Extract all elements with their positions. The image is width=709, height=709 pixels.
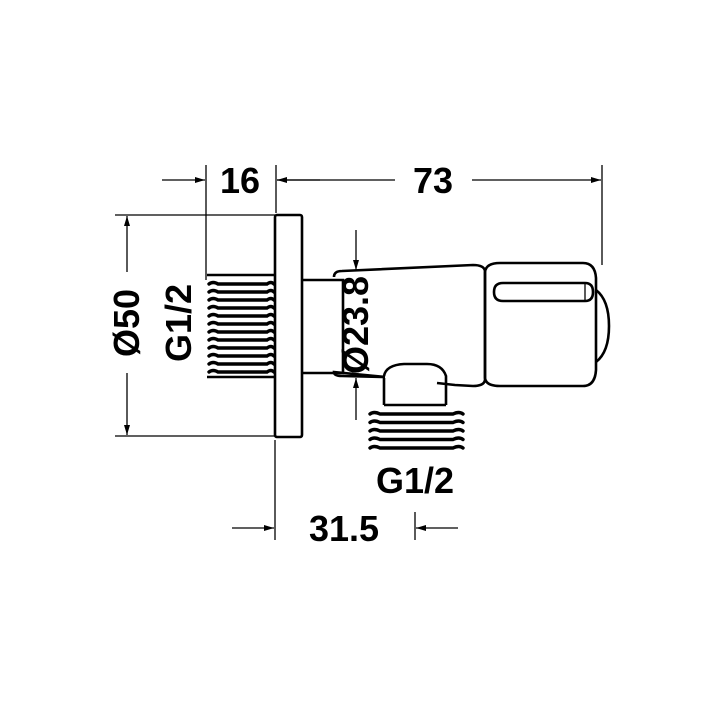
inlet-thread-ridge bbox=[207, 360, 276, 366]
inlet-thread-ridge bbox=[207, 312, 276, 318]
outlet-thread-drawing bbox=[368, 410, 465, 450]
inlet-thread-drawing bbox=[207, 273, 276, 379]
outlet-thread-ridge bbox=[368, 444, 465, 450]
dim-label-outlet-thread: G1/2 bbox=[376, 460, 454, 501]
inlet-thread-ridge bbox=[207, 328, 276, 334]
dimension-lines bbox=[115, 165, 603, 540]
handle-cap bbox=[595, 288, 611, 364]
outlet-branch bbox=[382, 362, 448, 405]
dim-label-inlet-thread: G1/2 bbox=[158, 284, 199, 362]
wall-flange bbox=[273, 213, 304, 439]
inlet-thread-ridge bbox=[207, 304, 276, 310]
inlet-thread-ridge bbox=[207, 320, 276, 326]
handle-groove bbox=[492, 281, 595, 303]
inlet-thread-ridge bbox=[207, 336, 276, 342]
inlet-thread-ridge bbox=[207, 344, 276, 350]
inlet-thread-ridge bbox=[207, 296, 276, 302]
outlet-thread-ridge bbox=[368, 427, 465, 433]
valve-body bbox=[332, 263, 487, 388]
dim-label-73: 73 bbox=[413, 160, 453, 201]
outlet-thread-ridge bbox=[368, 410, 465, 416]
outlet-thread-ridge bbox=[368, 419, 465, 425]
dim-label-31-5: 31.5 bbox=[309, 508, 379, 549]
inlet-thread-ridge bbox=[207, 280, 276, 286]
inlet-thread-ridge bbox=[207, 352, 276, 358]
inlet-thread-ridge bbox=[207, 368, 276, 374]
dim-label-diameter-238: Ø23.8 bbox=[335, 276, 376, 374]
valve-handle bbox=[483, 261, 598, 388]
inlet-thread-ridge bbox=[207, 288, 276, 294]
dim-label-16: 16 bbox=[220, 160, 260, 201]
outlet-thread-ridge bbox=[368, 436, 465, 442]
valve-outline bbox=[273, 213, 611, 439]
dim-label-diameter-50: Ø50 bbox=[106, 289, 147, 357]
